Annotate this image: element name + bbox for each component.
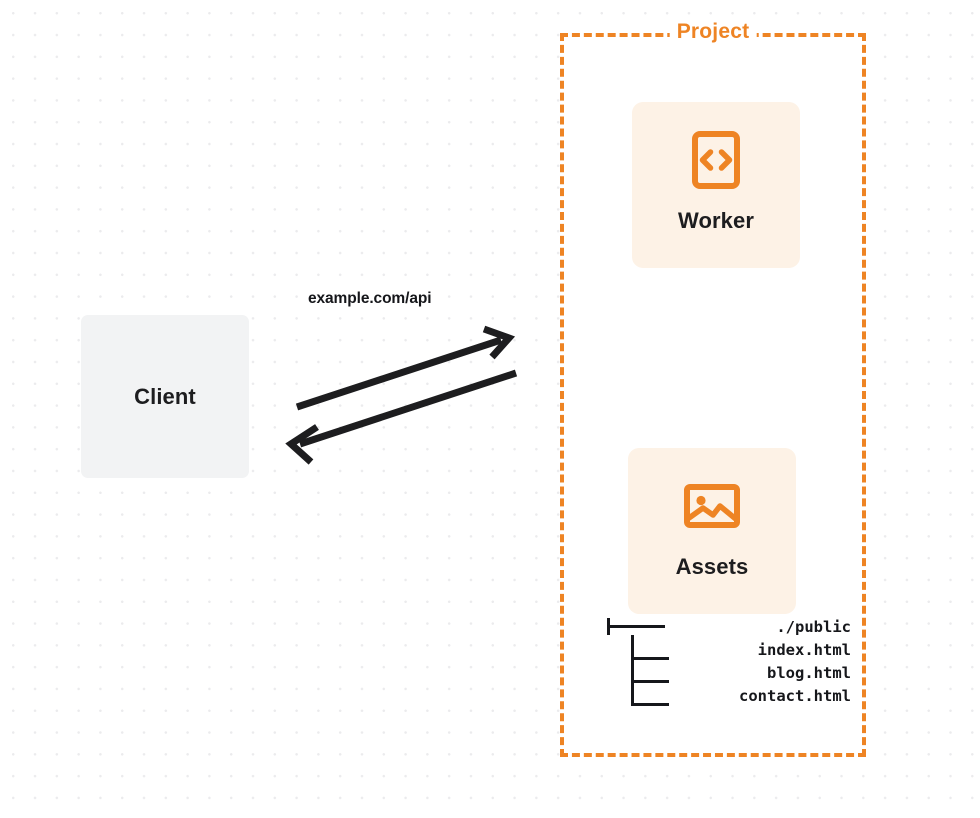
tree-branch-pipe — [605, 658, 691, 685]
assets-node-label: Assets — [675, 554, 749, 579]
assets-node[interactable]: Assets — [628, 448, 796, 614]
code-brackets-icon — [692, 131, 740, 189]
tree-branch-pipe — [605, 635, 691, 662]
image-photo-icon — [684, 484, 740, 528]
tree-branch-pipe — [605, 681, 691, 708]
file-tree-row: index.html — [605, 635, 853, 662]
file-tree-name: blog.html — [767, 664, 851, 682]
client-node[interactable]: Client — [81, 315, 249, 478]
file-tree-row: contact.html — [605, 681, 853, 708]
project-container: Project Worker Assets — [560, 18, 866, 757]
file-tree-name: contact.html — [739, 687, 851, 705]
tree-branch-tee — [605, 616, 691, 639]
file-tree-row: blog.html — [605, 658, 853, 685]
worker-node-label: Worker — [678, 208, 754, 233]
response-arrow — [285, 369, 518, 465]
request-arrow — [295, 325, 516, 411]
worker-node[interactable]: Worker — [632, 102, 800, 268]
project-title: Project — [669, 18, 757, 46]
file-tree-row: ./public — [605, 616, 853, 639]
connection-label: example.com/api — [308, 290, 432, 307]
file-tree-name: ./public — [776, 618, 851, 636]
file-tree-name: index.html — [757, 641, 851, 659]
client-node-label: Client — [134, 383, 196, 409]
assets-file-tree: ./public index.html blog.html contact.ht… — [605, 616, 853, 708]
